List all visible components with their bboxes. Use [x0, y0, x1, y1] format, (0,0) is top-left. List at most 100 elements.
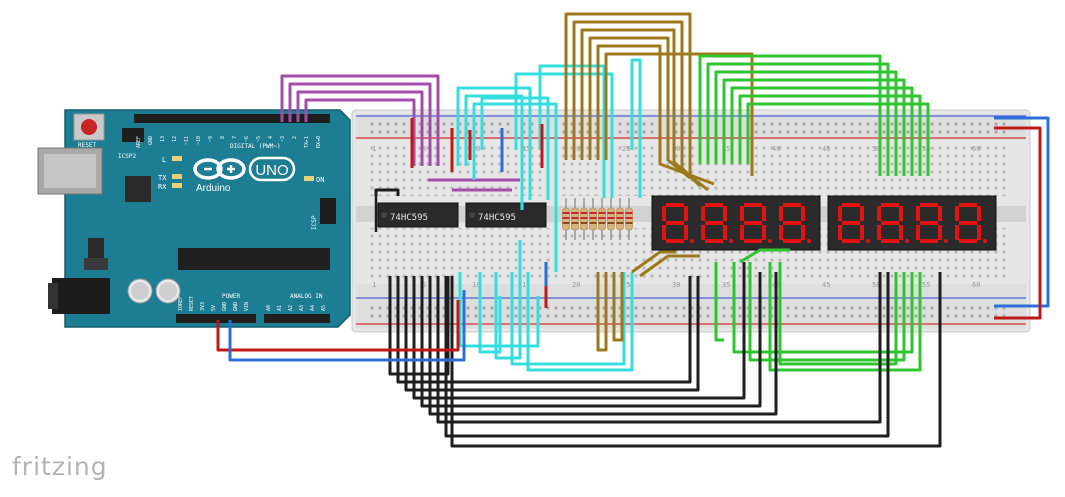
wire — [738, 94, 922, 176]
reset-label: RESET — [78, 142, 96, 149]
wire — [714, 70, 898, 176]
digital-pin-label: 7 — [232, 136, 238, 139]
column-number: 45 — [822, 281, 830, 289]
digital-pin-label: RX◂0 — [316, 136, 322, 148]
decimal-point — [944, 239, 948, 243]
segment — [955, 206, 959, 221]
power-pin-label: RESET — [189, 296, 195, 311]
digital-pin-label: 8 — [220, 136, 226, 139]
column-number: 60 — [972, 145, 980, 153]
icsp2-label: ICSP2 — [118, 153, 136, 160]
wire — [538, 64, 606, 198]
digital-header — [134, 114, 330, 123]
wire — [746, 102, 930, 176]
wire — [526, 272, 634, 372]
wire — [596, 44, 715, 186]
wire — [428, 272, 778, 416]
column-number: 10 — [472, 145, 480, 153]
segment — [744, 221, 762, 225]
segment — [860, 225, 864, 240]
column-number: 1 — [372, 281, 376, 289]
segment — [740, 206, 744, 221]
segment — [959, 221, 977, 225]
wire — [706, 62, 890, 176]
segment — [920, 203, 938, 207]
seven-segment-display-2 — [827, 195, 997, 251]
segment — [684, 225, 688, 240]
wire — [994, 116, 1050, 308]
digital-pin-label: 4 — [268, 136, 274, 139]
wire — [404, 276, 700, 392]
reset-button[interactable] — [81, 119, 97, 135]
segment — [666, 203, 684, 207]
segment — [959, 203, 977, 207]
column-number: 20 — [572, 145, 580, 153]
wire — [288, 82, 432, 166]
on-label: ON — [316, 176, 324, 184]
power-header — [176, 314, 256, 323]
shift-register-1: 74HC595 — [377, 202, 459, 228]
power-label: POWER — [222, 293, 240, 300]
column-number: 25 — [622, 281, 630, 289]
wire — [631, 250, 676, 274]
led-l-label: L — [162, 156, 166, 164]
wire — [216, 300, 460, 352]
decimal-point — [866, 239, 870, 243]
wire — [714, 262, 724, 342]
led-rx-label: RX — [158, 183, 167, 191]
segment — [723, 206, 727, 221]
segment — [666, 239, 684, 243]
segment — [762, 206, 766, 221]
wire — [456, 86, 532, 200]
segment — [666, 221, 684, 225]
segment — [920, 221, 938, 225]
segment — [783, 239, 801, 243]
column-number: 55 — [922, 281, 930, 289]
digital-pin-label: GND — [148, 136, 154, 145]
power-pin-label: 5V — [211, 305, 217, 311]
column-number: 50 — [872, 281, 880, 289]
segment — [779, 225, 783, 240]
wire — [478, 272, 502, 354]
decimal-point — [768, 239, 772, 243]
segment — [701, 206, 705, 221]
column-number: 10 — [472, 281, 480, 289]
digital-pin-label: ~10 — [196, 136, 202, 145]
segment — [705, 203, 723, 207]
uno-logo-text: UNO — [255, 162, 288, 179]
wire — [596, 272, 608, 352]
segment — [877, 206, 881, 221]
atmega-chip — [178, 248, 330, 270]
decimal-point — [905, 239, 909, 243]
seven-segment-display-1 — [651, 195, 821, 251]
segment — [762, 225, 766, 240]
segment — [899, 225, 903, 240]
column-number: 5 — [422, 281, 426, 289]
segment — [860, 206, 864, 221]
power-pin-label: A0 — [266, 305, 272, 311]
wire — [722, 78, 906, 176]
wire — [304, 98, 416, 166]
wire — [778, 262, 898, 366]
segment — [838, 206, 842, 221]
digital-pin-label: ~9 — [208, 136, 214, 142]
digital-label: DIGITAL (PWM~) — [230, 143, 281, 150]
segment — [881, 239, 899, 243]
wire — [444, 272, 890, 438]
power-pin-label: A4 — [310, 305, 316, 311]
column-numbers: 1155101015152020252530303535404045455050… — [372, 145, 980, 289]
segment — [783, 221, 801, 225]
segment — [662, 225, 666, 240]
column-number: 40 — [772, 145, 780, 153]
chip-2-label: 74HC595 — [478, 213, 516, 223]
segment — [701, 225, 705, 240]
segment — [916, 206, 920, 221]
decimal-point — [983, 239, 987, 243]
wire — [612, 272, 624, 342]
digital-pin-label: AREF — [136, 136, 142, 148]
